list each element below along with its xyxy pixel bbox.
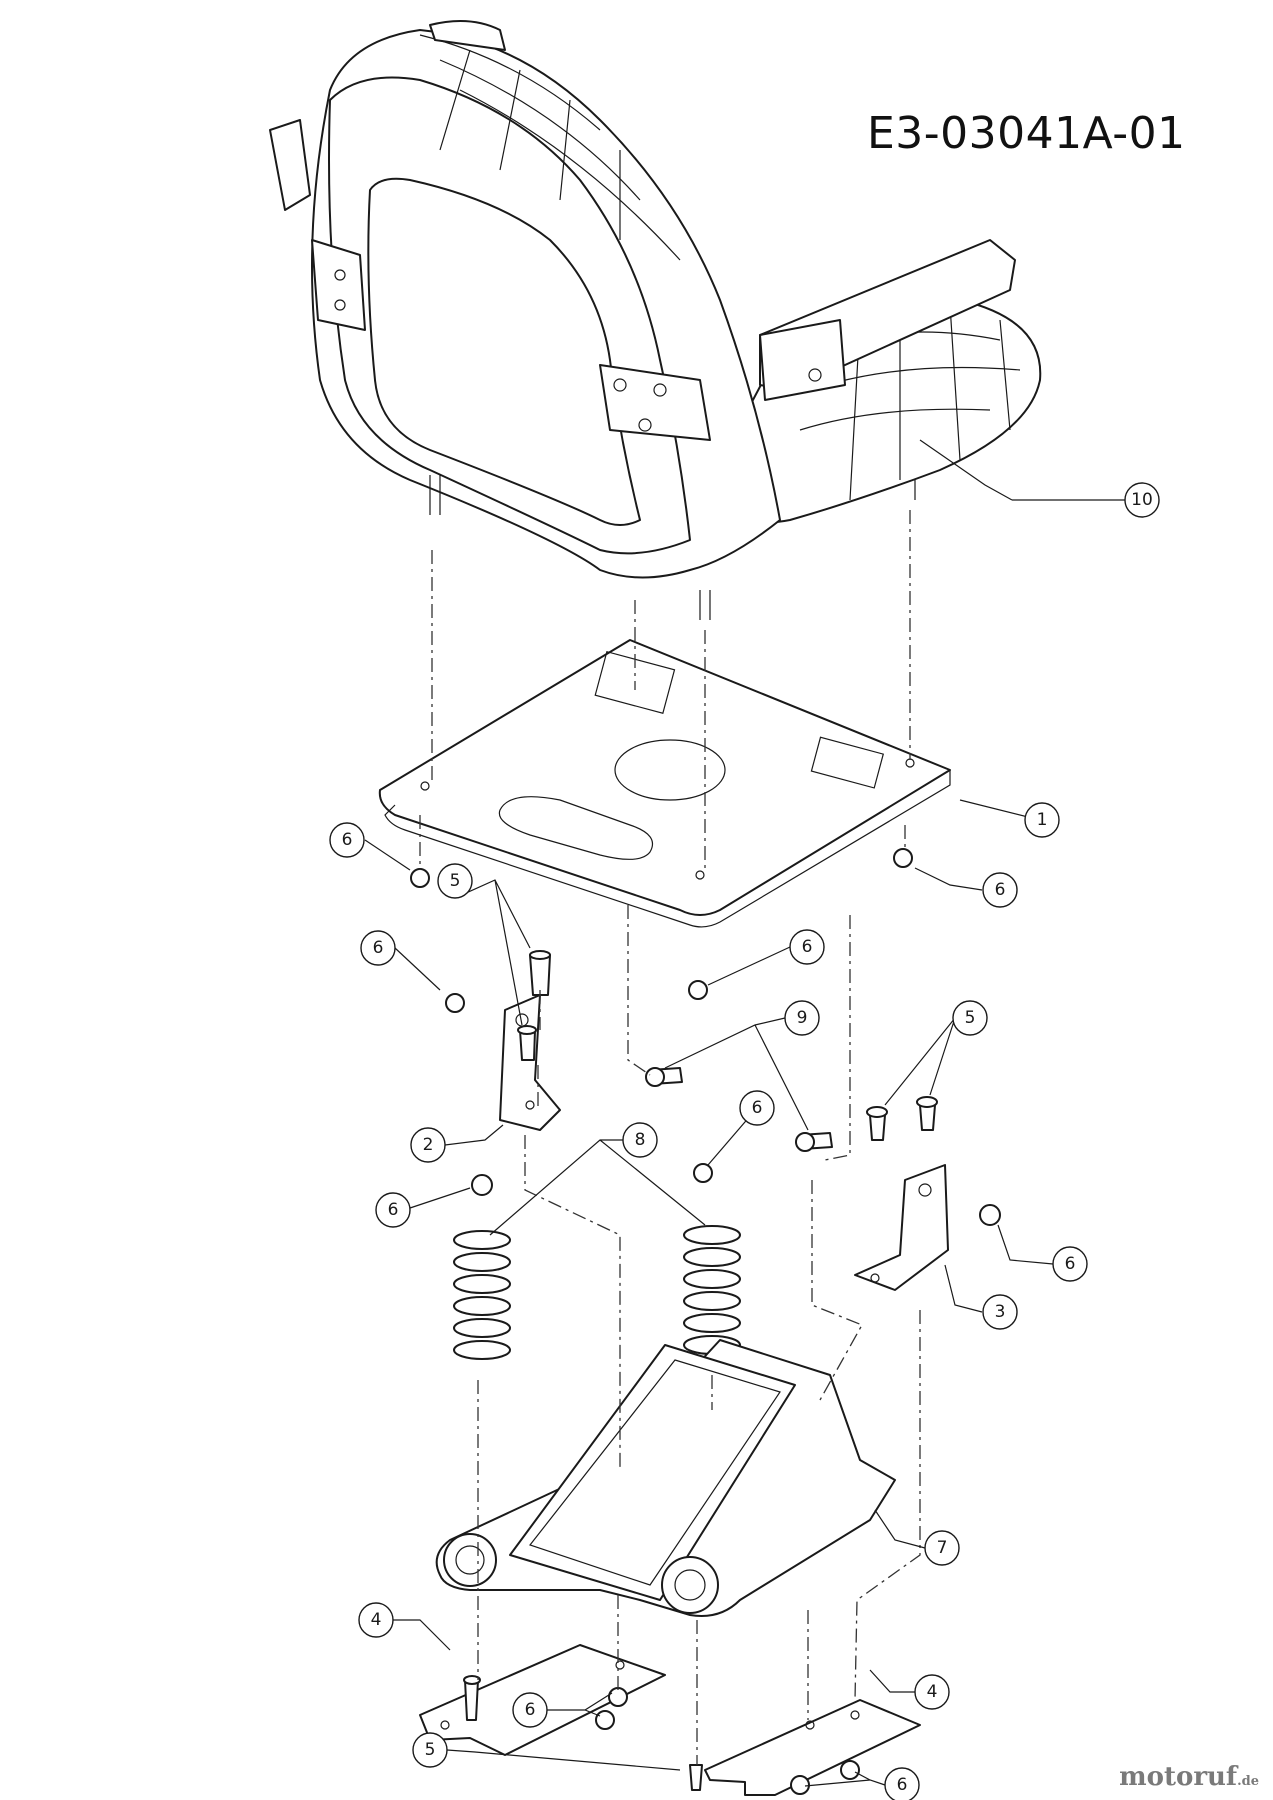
callout-5b: 5 [952, 1000, 988, 1036]
seat-base [435, 1339, 896, 1617]
spring-left [453, 1230, 511, 1360]
callout-6g-label: 6 [1065, 1254, 1076, 1274]
callout-5a: 5 [437, 863, 473, 899]
bracket-right [854, 1164, 949, 1291]
callout-6h: 6 [512, 1692, 548, 1728]
callout-5c: 5 [412, 1732, 448, 1768]
seat-assembly [269, 20, 1042, 620]
spring-right [683, 1225, 741, 1355]
watermark-logo: motoruf.de [1119, 1762, 1259, 1792]
seat-pan [378, 639, 951, 928]
watermark-suffix: .de [1237, 1774, 1259, 1789]
callout-6a: 6 [329, 822, 365, 858]
callout-6i: 6 [884, 1767, 920, 1800]
callout-4a-label: 4 [371, 1610, 382, 1630]
callout-6h-label: 6 [525, 1700, 536, 1720]
callout-3: 3 [982, 1294, 1018, 1330]
callout-6e: 6 [739, 1090, 775, 1126]
callout-5a-label: 5 [450, 871, 461, 891]
callout-5b-label: 5 [965, 1008, 976, 1028]
callout-4a: 4 [358, 1602, 394, 1638]
callout-5c-label: 5 [425, 1740, 436, 1760]
callout-8-label: 8 [635, 1130, 646, 1150]
leader-lines [364, 439, 1054, 1787]
callout-6c: 6 [360, 930, 396, 966]
callout-8: 8 [622, 1122, 658, 1158]
callout-1-label: 1 [1037, 810, 1048, 830]
callout-10: 10 [1012, 482, 1160, 518]
callout-6b-label: 6 [995, 880, 1006, 900]
callout-6f: 6 [375, 1192, 411, 1228]
fasteners [410, 848, 1001, 1795]
callout-6g: 6 [1052, 1246, 1088, 1282]
callout-6b: 6 [982, 872, 1018, 908]
plate-right [704, 1699, 921, 1796]
callout-6a-label: 6 [342, 830, 353, 850]
callout-6f-label: 6 [388, 1200, 399, 1220]
callout-4b-label: 4 [927, 1682, 938, 1702]
callout-9-label: 9 [797, 1008, 808, 1028]
bracket-left [499, 994, 561, 1131]
callout-6d-label: 6 [802, 937, 813, 957]
callout-7-label: 7 [937, 1538, 948, 1558]
callout-6e-label: 6 [752, 1098, 763, 1118]
assembly-lines [419, 510, 921, 1765]
drawing-number: E3-03041A-01 [867, 108, 1186, 159]
callout-3-label: 3 [995, 1302, 1006, 1322]
callout-10-label: 10 [1131, 490, 1153, 510]
callout-6d: 6 [789, 929, 825, 965]
callout-2: 2 [410, 1127, 446, 1163]
callout-7: 7 [924, 1530, 960, 1566]
callout-9: 9 [784, 1000, 820, 1036]
callout-6c-label: 6 [373, 938, 384, 958]
watermark-text: motoruf [1119, 1762, 1238, 1792]
callout-4b: 4 [914, 1674, 950, 1710]
callout-1: 1 [1024, 802, 1060, 838]
callout-2-label: 2 [423, 1135, 434, 1155]
callout-6i-label: 6 [897, 1775, 908, 1795]
